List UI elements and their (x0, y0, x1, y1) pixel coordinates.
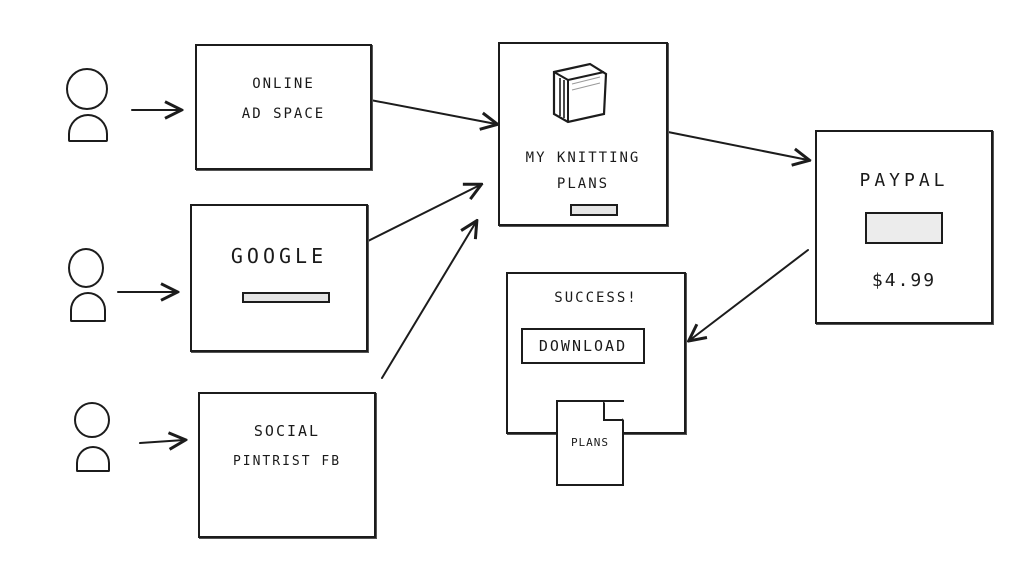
online-ad-space-box: ONLINE AD SPACE (195, 44, 372, 170)
success-label: SUCCESS! (554, 290, 638, 306)
person-icon (62, 68, 114, 148)
paypal-label: PAYPAL (859, 170, 949, 191)
google-label: GOOGLE (230, 244, 328, 268)
document-icon: PLANS (556, 400, 624, 486)
social-line2: PINTRIST FB (232, 454, 342, 469)
person-icon (72, 402, 122, 476)
knitting-line2: PLANS (556, 176, 610, 192)
plans-doc-label: PLANS (570, 436, 610, 449)
person-head (68, 248, 104, 288)
social-line1: SOCIAL (253, 422, 321, 440)
book-icon (552, 62, 608, 124)
paypal-field (865, 212, 943, 244)
knitting-buy-bar (570, 204, 618, 216)
download-button[interactable]: DOWNLOAD (521, 328, 645, 364)
arrow-paypal-to-success (690, 249, 809, 340)
online-ad-line1: ONLINE (252, 76, 315, 92)
person-head (74, 402, 110, 438)
online-ad-line2: AD SPACE (241, 106, 326, 122)
arrow-person3-to-social (139, 440, 184, 443)
person-head (66, 68, 108, 110)
google-box: GOOGLE (190, 204, 368, 352)
person-torso (76, 446, 110, 472)
success-box: SUCCESS! (506, 272, 686, 434)
google-search-bar (242, 292, 330, 303)
paypal-price: $4.99 (871, 270, 937, 291)
document-corner (603, 402, 624, 421)
arrow-social-to-knitting (381, 222, 476, 379)
knitting-plans-box: MY KNITTING PLANS (498, 42, 668, 226)
arrow-google-to-knitting (359, 185, 480, 246)
person-torso (68, 114, 108, 142)
social-box: SOCIAL PINTRIST FB (198, 392, 376, 538)
knitting-line1: MY KNITTING (525, 150, 641, 166)
arrow-ad-to-knitting (359, 97, 496, 124)
arrow-knitting-to-paypal (667, 131, 808, 160)
paypal-box: PAYPAL $4.99 (815, 130, 993, 324)
person-torso (70, 292, 106, 322)
person-icon (64, 248, 114, 326)
